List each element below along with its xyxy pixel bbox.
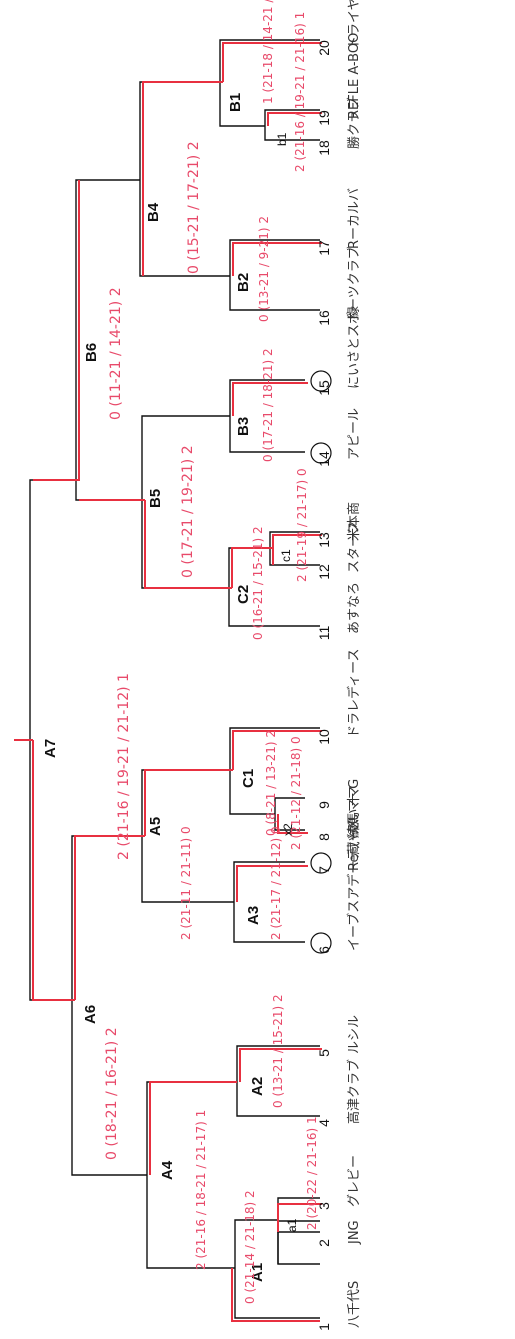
team-number: 9 <box>316 801 332 809</box>
match-a1: a1 <box>285 1218 299 1232</box>
score-B1: 1 (21-18 / 14-21 / 20-22) 2 <box>261 0 275 104</box>
score-C1: 0 (8-21 / 13-21) 2 <box>264 730 278 836</box>
team-name: Rーカルバ <box>347 188 362 249</box>
team-name: JNG <box>347 1220 362 1245</box>
team-number: 16 <box>316 310 332 326</box>
team-number: 11 <box>316 626 332 641</box>
team-number: 3 <box>316 1202 332 1210</box>
team-number: 6 <box>316 946 332 954</box>
score-a1: 2 (20-22 / 21-16) 1 <box>305 1116 319 1230</box>
match-B1: B1 <box>227 93 244 112</box>
score-A5: 2 (21-11 / 21-11) 0 <box>179 826 193 940</box>
team-number: 10 <box>316 729 332 745</box>
team-number: 8 <box>316 833 332 841</box>
team-name: にいさとスポーツクラブ <box>346 246 362 389</box>
circled-markers <box>310 370 332 954</box>
match-c1: c1 <box>279 549 293 562</box>
winner-highlights <box>14 42 322 1322</box>
score-A6: 0 (18-21 / 16-21) 2 <box>104 1027 120 1160</box>
score-B5: 0 (17-21 / 19-21) 2 <box>180 445 196 578</box>
match-A5: A5 <box>147 817 164 836</box>
score-A7: 2 (21-16 / 19-21 / 21-12) 1 <box>116 673 132 860</box>
team-labels: 1 八千代S 2 JNG 3 グレビー 4 高津クラブ 5 ルシル 6 イーブスアデーテバだい 7 Re蔵… <box>316 0 362 1331</box>
team-name: アピール <box>347 408 362 460</box>
score-x2: 2 (21-12 / 21-18) 0 <box>289 736 303 850</box>
team-name: 緑 <box>347 306 362 319</box>
team-number: 1 <box>316 1323 332 1331</box>
match-A7: A7 <box>42 739 59 758</box>
score-C2: 0 (16-21 / 15-21) 2 <box>251 526 265 640</box>
score-b1: 2 (21-16 / 19-21 / 21-16) 1 <box>293 12 307 172</box>
match-A4: A4 <box>159 1160 176 1180</box>
team-name: トライヤーズ <box>346 0 362 49</box>
team-number: 7 <box>316 866 332 874</box>
bracket-lines <box>14 39 320 1319</box>
match-A2: A2 <box>249 1077 266 1096</box>
match-B3: B3 <box>235 417 252 436</box>
team-name: グレビー <box>347 1155 362 1207</box>
score-A4: 2 (21-16 / 18-21 / 21-17) 1 <box>194 1110 208 1270</box>
match-x2: x2 <box>281 823 295 836</box>
score-B2: 0 (13-21 / 9-21) 2 <box>257 216 271 322</box>
score-A3: 2 (21-17 / 21-12) 0 <box>269 826 283 940</box>
score-A1: 0 (21-14 / 21-18) 2 <box>243 1190 257 1304</box>
match-B6: B6 <box>83 343 100 362</box>
team-number: 12 <box>316 564 332 580</box>
team-name: ドラレディース <box>346 649 362 738</box>
team-number: 2 <box>316 1239 332 1247</box>
score-annotations: 0 (21-14 / 21-18) 2 2 (20-22 / 21-16) 1 … <box>104 0 319 1304</box>
match-B4: B4 <box>145 202 162 222</box>
team-name: スターフ <box>347 522 362 573</box>
match-C2: C2 <box>235 585 252 604</box>
team-number: 5 <box>316 1049 332 1057</box>
score-B4: 0 (15-21 / 17-21) 2 <box>186 141 202 274</box>
team-number: 15 <box>316 380 332 396</box>
team-number: 17 <box>316 240 332 256</box>
team-name: あすなろ <box>347 582 362 634</box>
team-number: 4 <box>316 1119 332 1127</box>
score-B3: 0 (17-21 / 18-21) 2 <box>261 348 275 462</box>
team-name: 勝クラブ <box>346 97 362 149</box>
team-name: Re蔵ーX <box>347 820 362 871</box>
team-number: 19 <box>316 110 332 126</box>
match-B2: B2 <box>235 273 252 292</box>
match-B5: B5 <box>147 489 164 508</box>
score-A2: 0 (13-21 / 15-21) 2 <box>271 994 285 1108</box>
team-name: 高津クラブ <box>346 1059 362 1124</box>
team-name: 八千代S <box>347 1281 362 1328</box>
match-A3: A3 <box>245 906 262 925</box>
match-labels: A1 a1 A2 A4 A3 x2 C1 A5 A6 A7 C2 c1 B3 B… <box>42 93 299 1282</box>
match-A6: A6 <box>82 1005 99 1024</box>
team-name: 米本商 <box>347 502 362 541</box>
match-A1: A1 <box>249 1263 266 1282</box>
team-name: REFLE A-BOO <box>347 33 362 119</box>
team-number: 18 <box>316 140 332 156</box>
match-C1: C1 <box>240 769 257 788</box>
score-B6: 0 (11-21 / 14-21) 2 <box>108 287 124 420</box>
score-c1: 2 (21-19 / 21-17) 0 <box>295 468 309 582</box>
match-b1: b1 <box>275 132 289 146</box>
team-number: 13 <box>316 532 332 548</box>
team-name: 練馬ママ <box>347 786 362 838</box>
team-name: イーブスアデーテバだい <box>346 809 362 951</box>
team-name: 十 G <box>347 779 362 806</box>
team-name: ルシル <box>347 1015 362 1054</box>
team-number: 20 <box>316 40 332 56</box>
